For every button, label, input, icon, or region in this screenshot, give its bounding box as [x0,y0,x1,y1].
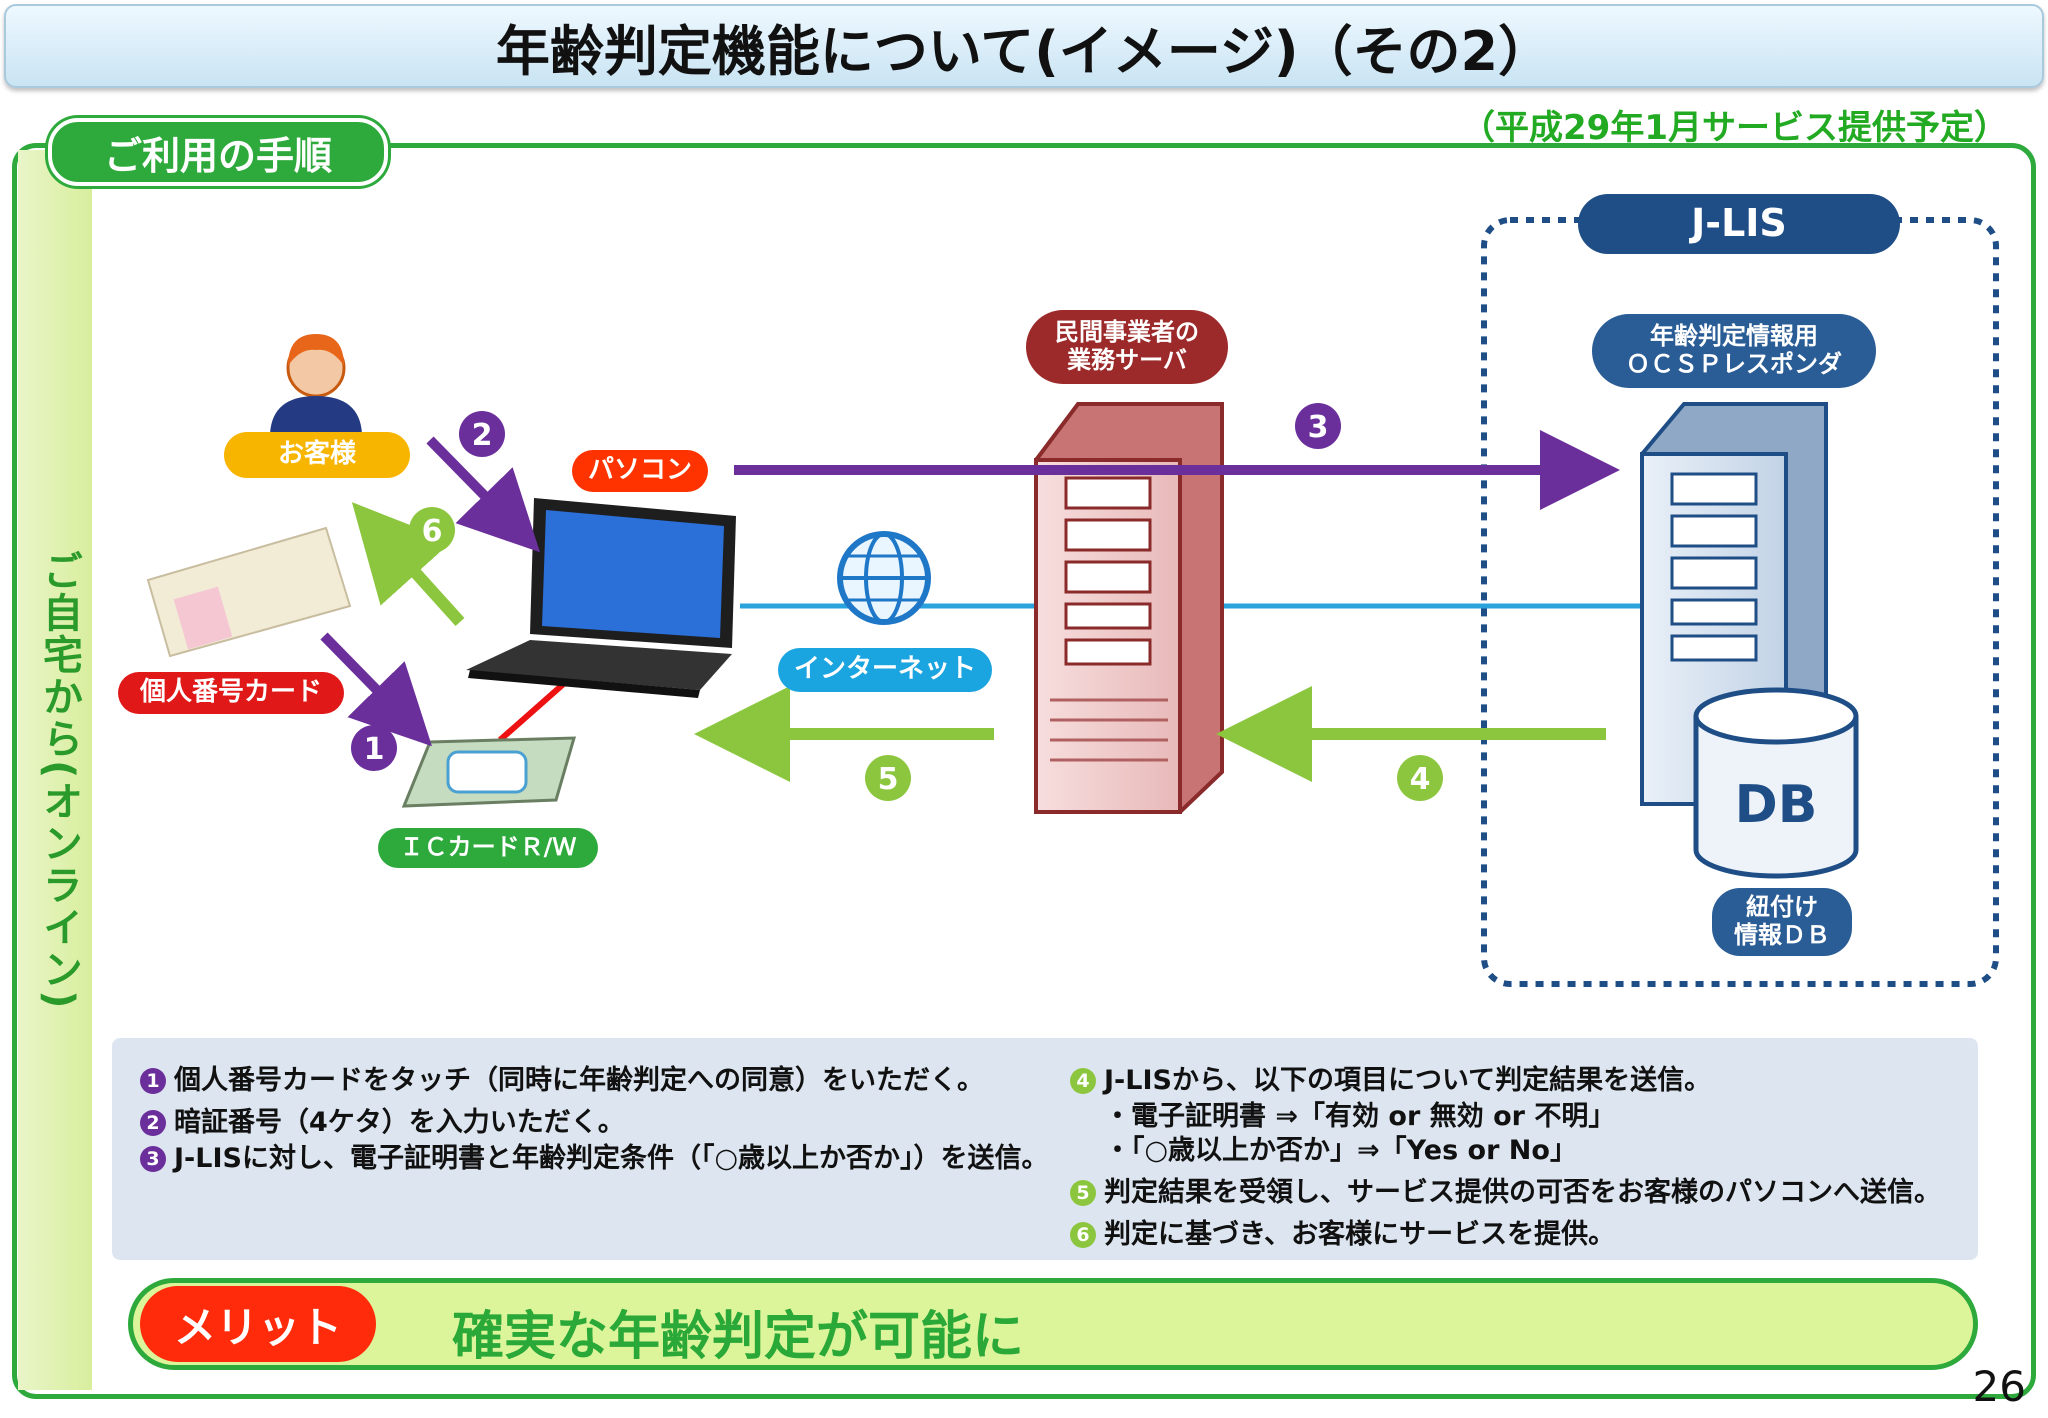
ocsp-server-icon [1640,402,1828,806]
merit-bar [128,1278,1978,1370]
step-marker-4: 4 [1397,755,1443,801]
svg-text:6: 6 [422,514,443,549]
step-marker-6: 6 [409,507,455,553]
step-marker-2: 2 [459,411,505,457]
linkdb-label: 紐付け 情報ＤＢ [1712,888,1852,956]
customer-person-icon [270,334,362,434]
arrow-step-1 [320,632,432,747]
arrow-step-2 [426,436,540,553]
db-text: DB [1735,775,1818,835]
page-title: 年齢判定機能について(イメージ)（その2） [4,4,2044,88]
side-label: ご自宅から(オンライン) [36,550,82,1011]
svg-text:1: 1 [364,732,385,767]
arrow-step-6 [351,502,465,627]
db-cylinder-icon [1693,687,1859,879]
pc-label: パソコン [572,450,708,492]
business-server-label: 民間事業者の 業務サーバ [1026,310,1228,384]
ic-reader-icon [401,736,577,808]
ocsp-label: 年齢判定情報用 ＯＣＳＰレスポンダ [1592,314,1876,388]
merit-text: 確実な年齢判定が可能に [452,1307,1025,1367]
side-band [18,150,92,1390]
merit-tag: メリット [140,1286,376,1362]
customer-label: お客様 [224,432,410,478]
svg-text:5: 5 [878,762,899,797]
page-number: 26 [1972,1362,2026,1411]
section-tab: ご利用の手順 [48,118,388,186]
step-marker-5: 5 [865,755,911,801]
step-marker-3: 3 [1295,403,1341,449]
schedule-note: （平成29年1月サービス提供予定） [1461,108,2008,148]
content-frame [12,143,2036,1399]
notes-panel [112,1038,1978,1260]
mynumber-card-icon [146,526,352,658]
ic-reader-label: ＩＣカードＲ/Ｗ [378,828,598,868]
laptop-icon [466,498,736,698]
jlis-label: J-LIS [1578,194,1900,254]
cable-line [498,677,570,743]
internet-label: インターネット [778,648,992,692]
svg-text:2: 2 [472,418,493,453]
business-server-icon [1034,402,1224,814]
svg-text:4: 4 [1410,762,1431,797]
step-marker-1: 1 [351,725,397,771]
globe-icon [837,531,931,625]
svg-text:3: 3 [1308,410,1329,445]
note-step-4-detail-2: ・「○歳以上か否か」⇒「Yes or No」 [1104,1135,1577,1166]
note-step-4-detail-1: ・電子証明書 ⇒「有効 or 無効 or 不明」 [1104,1101,1616,1132]
mynumber-card-label: 個人番号カード [118,672,344,714]
